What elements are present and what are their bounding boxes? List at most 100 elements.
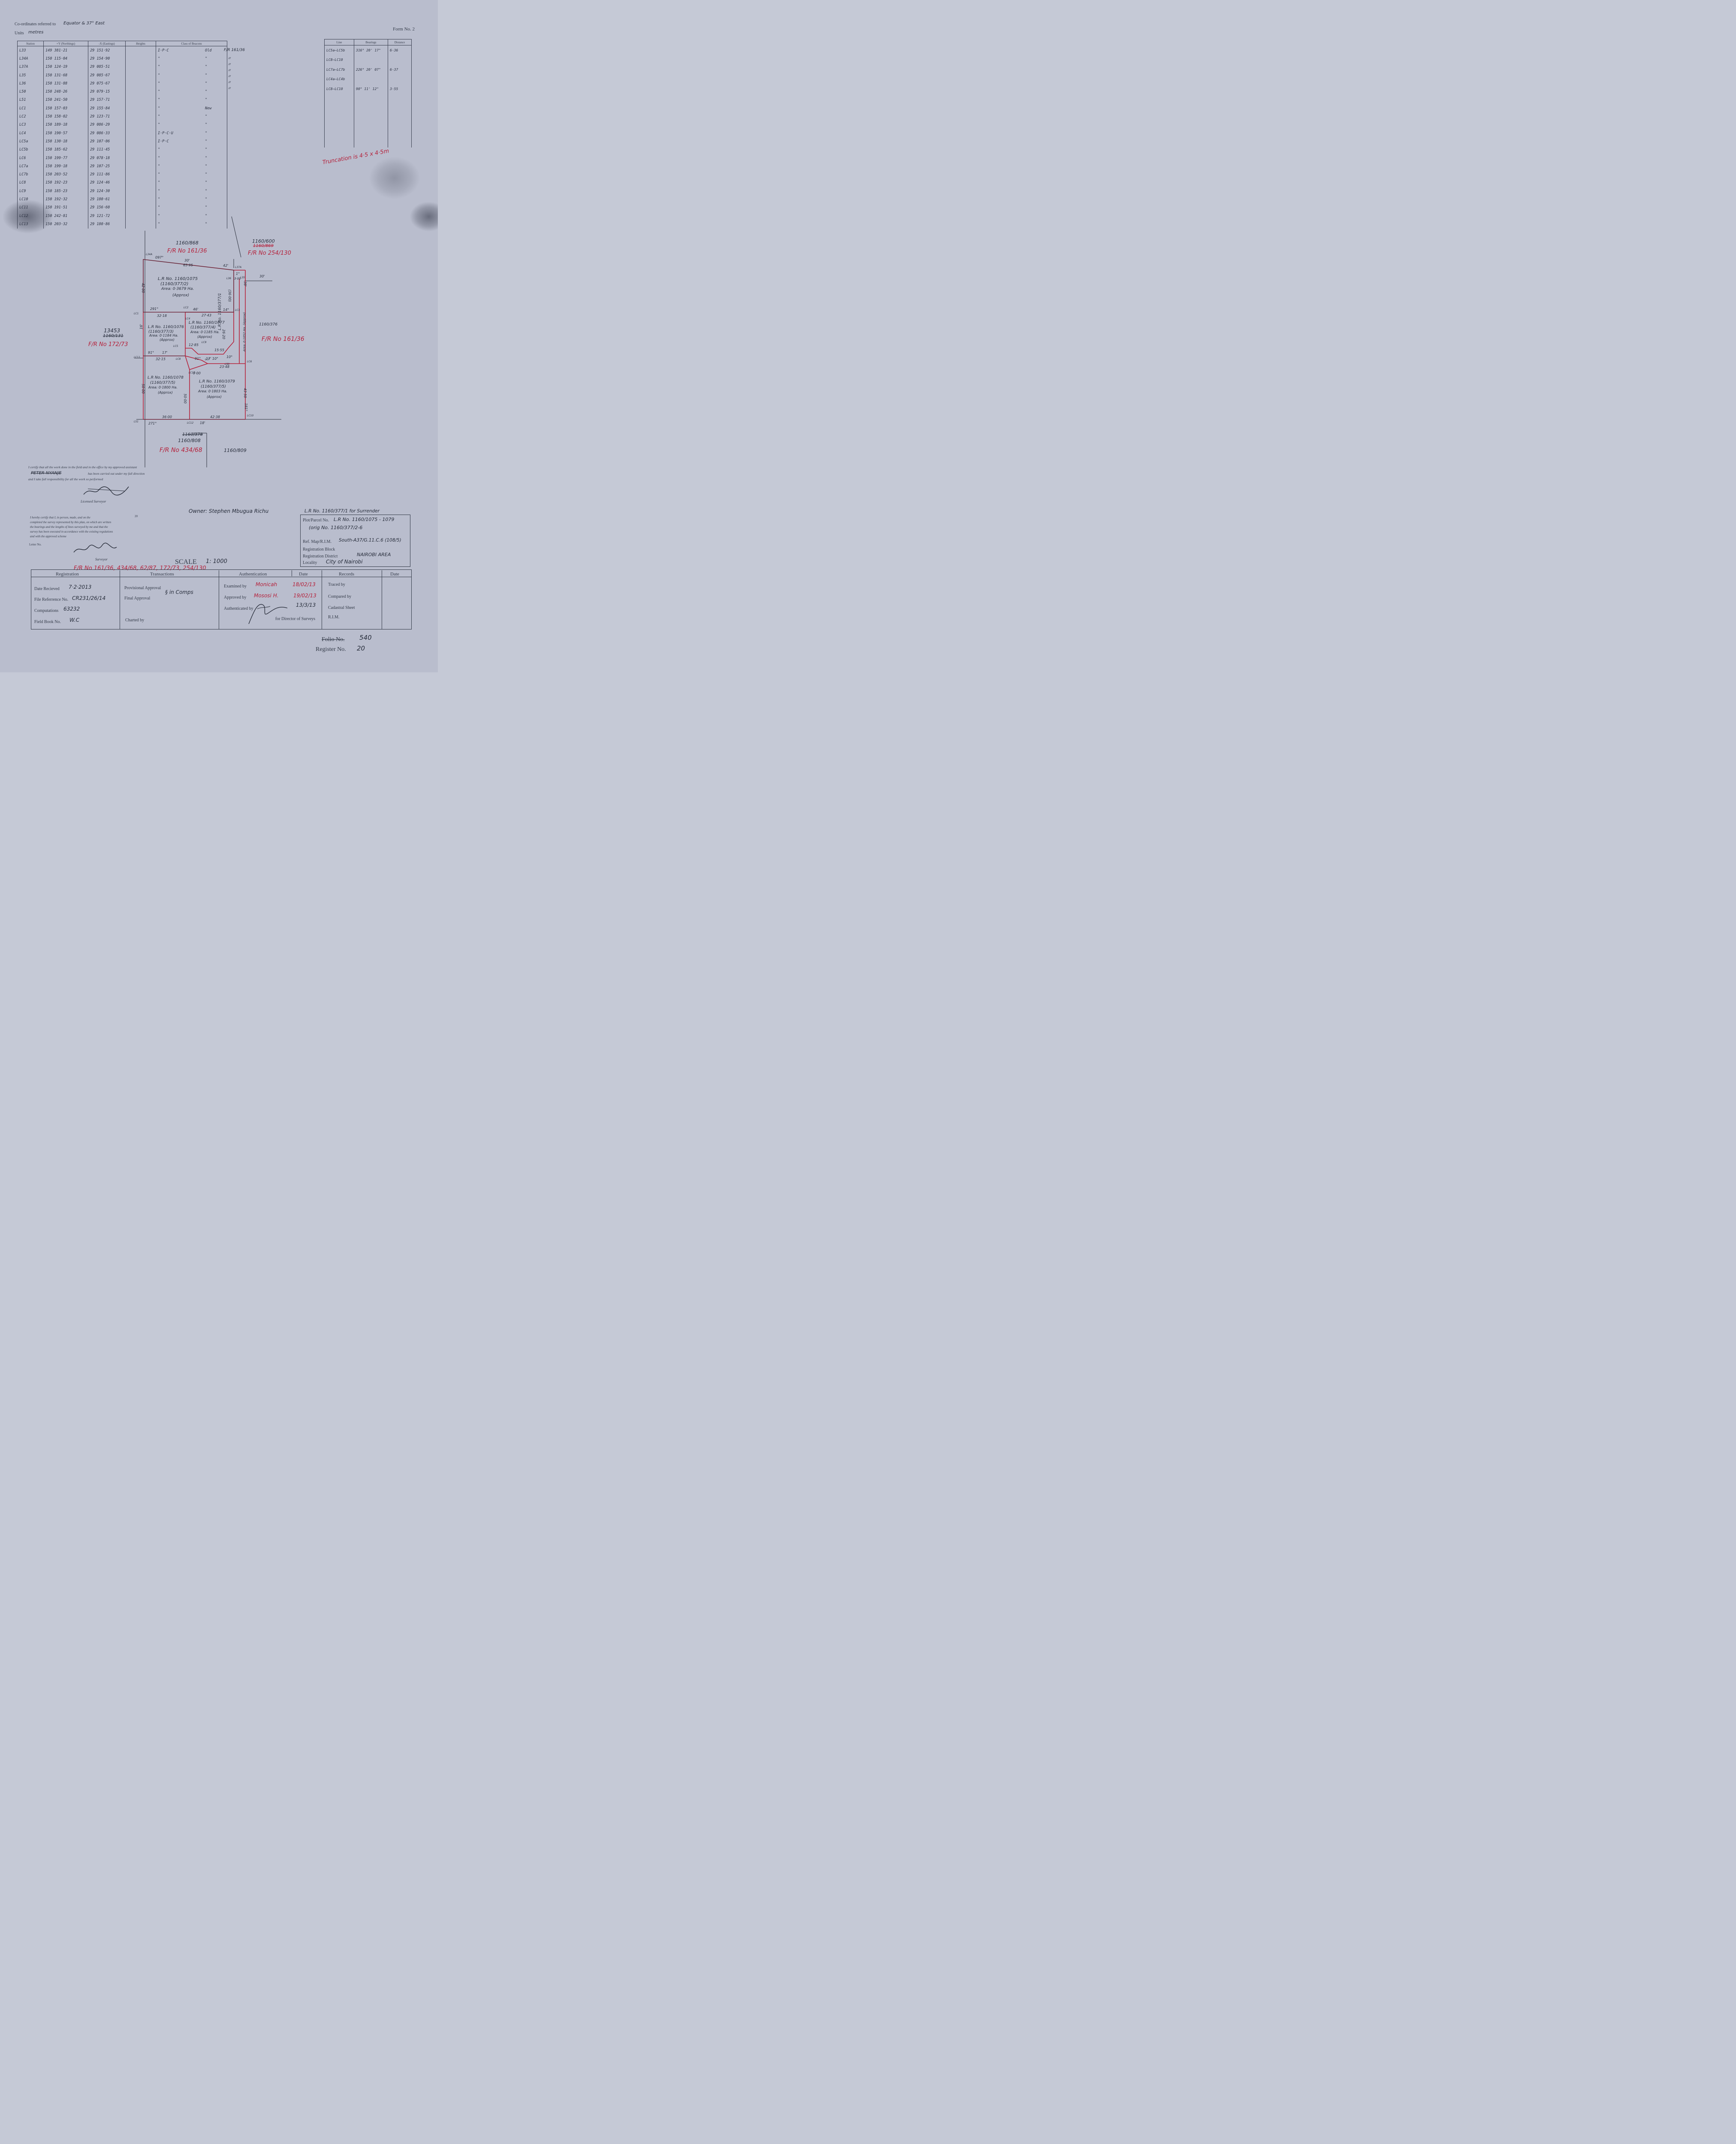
- examined-by-label: Examined by: [224, 584, 247, 589]
- station-lc4: LC4: [185, 317, 190, 320]
- condition-value: ": [205, 123, 208, 127]
- condition-value: ": [205, 189, 208, 193]
- fr-left: F/R No 172/73: [88, 341, 128, 348]
- class-value: ": [158, 214, 160, 218]
- parcel-1078-approx: (Approx): [158, 391, 173, 394]
- bearing-cell-dist: 6·36: [388, 45, 412, 55]
- parcel-top-area: Area: 0·3679 Ha.: [161, 287, 194, 291]
- class-value: ": [158, 197, 160, 202]
- register-value: 20: [357, 644, 365, 652]
- in-comps-note: § in Comps: [165, 589, 193, 595]
- station-lc7: LC7: [205, 358, 210, 361]
- station-l51: L51: [134, 420, 139, 423]
- authenticated-date: 13/3/13: [296, 602, 316, 608]
- locality-value: City of Nairobi: [326, 559, 363, 565]
- folio-label: Folio No.: [322, 636, 345, 643]
- station-lc1: LC1: [134, 312, 139, 315]
- final-approval-label: Final Approval: [124, 596, 151, 601]
- station-lc8: LC8: [176, 358, 181, 361]
- scale-label: SCALE: [175, 558, 197, 566]
- condition-value: ": [205, 114, 208, 119]
- coord-cell-cls: "": [156, 112, 227, 121]
- condition-value: ": [205, 222, 208, 226]
- dim-inner4: 9·00: [193, 371, 201, 375]
- parcel-top-orig: (1160/377/2): [160, 282, 189, 286]
- class-value: ": [158, 114, 160, 119]
- coord-cell-cls: I·P·C": [156, 137, 227, 146]
- station-lc11: LC11: [134, 356, 141, 359]
- dim-inner2: 15·55: [214, 348, 224, 352]
- dim-mid: 32·18: [157, 314, 167, 318]
- adj-bottom-right: 1160/809: [224, 448, 247, 453]
- licensed-surveyor-label: Licensed Surveyor: [81, 500, 106, 503]
- parcel-1077-approx: (Approx): [197, 335, 212, 339]
- parcel-1076-approx: (Approx): [160, 338, 175, 342]
- cert1-text1: I certify that all the work done in the …: [28, 465, 137, 469]
- condition-value: ": [205, 214, 208, 218]
- parcel-1079-approx: (Approx): [207, 395, 222, 399]
- dim-strip-w: 3·00: [234, 277, 241, 280]
- bearing-row: LC4a–LC4b: [324, 74, 412, 84]
- provisional-approval-label: Provisional Approval: [124, 586, 161, 590]
- coord-value: Equator & 37° East: [63, 21, 105, 26]
- station-l36: L36: [226, 277, 231, 280]
- fr-references: F/R No 161/36, 434/68, 62/87, 172/73, 25…: [74, 565, 206, 572]
- col-eastings: -X (Eastings): [88, 41, 126, 46]
- class-value: ": [158, 156, 160, 160]
- bear-b9: 42': [223, 264, 229, 268]
- dim-top-dist: 65·95: [183, 263, 193, 267]
- class-value: ": [158, 56, 160, 61]
- bear-b7: 18': [200, 421, 205, 425]
- coord-cell-cls: "": [156, 145, 227, 154]
- registration-header: Registration: [56, 572, 79, 577]
- coord-cell-cls: I·P·C·U": [156, 129, 227, 138]
- condition-value: ": [205, 197, 208, 202]
- coord-cell-cls: "": [156, 187, 227, 196]
- fr-top-right: F/R No 254/130: [248, 250, 291, 256]
- fr-right: F/R No 161/36: [262, 336, 304, 343]
- station-l34a: L34A: [146, 253, 153, 256]
- bear-b16: 30': [259, 274, 265, 278]
- smudge-right: [410, 202, 438, 232]
- coord-cell-cls: "": [156, 54, 227, 63]
- coord-cell-cls: "": [156, 170, 227, 179]
- signature-licensed: [83, 486, 129, 496]
- cert2-line3: the bearings and the lengths of lines su…: [30, 525, 108, 529]
- dim-inner3: 26·20: [222, 329, 226, 339]
- coord-cell-cls: "": [156, 63, 227, 71]
- traced-by-label: Traced by: [328, 582, 345, 587]
- class-value: ": [158, 90, 160, 94]
- dim-right-low: 43·50: [243, 388, 247, 398]
- cert1-assistant: PETER NYANJE: [31, 471, 62, 476]
- smudge-mid: [369, 157, 420, 199]
- bearing-cell-dist: [388, 74, 412, 84]
- date2-header: Date: [390, 572, 399, 577]
- ref-map-label: Ref. Map/R.I.M.: [303, 539, 332, 544]
- col-distance: Distance: [388, 39, 412, 45]
- adj-top: 1160/868: [176, 240, 199, 246]
- approved-by-label: Approved by: [224, 595, 247, 600]
- adj-bottom-old: 1160/378: [182, 432, 203, 437]
- coord-cell-cls: "": [156, 162, 227, 171]
- class-value: ": [158, 65, 160, 69]
- ditto-column: 〃〃〃〃〃〃: [227, 57, 232, 91]
- station-lc2: LC2: [184, 306, 189, 309]
- dim-lower: 32·15: [156, 357, 166, 361]
- parcel-1077-lr: L.R No. 1160/1077: [189, 321, 225, 325]
- col-heights: Heights: [125, 41, 156, 46]
- cert2-line5: and with the approved scheme: [30, 535, 66, 538]
- parcel-top-approx: (Approx): [172, 293, 190, 298]
- rim-label: R.I.M.: [328, 615, 340, 620]
- register-label: Register No.: [316, 646, 346, 653]
- dim-bot-right: 42·38: [210, 415, 220, 419]
- approved-by-value: Mososi H.: [254, 593, 279, 599]
- class-value: ": [158, 106, 160, 111]
